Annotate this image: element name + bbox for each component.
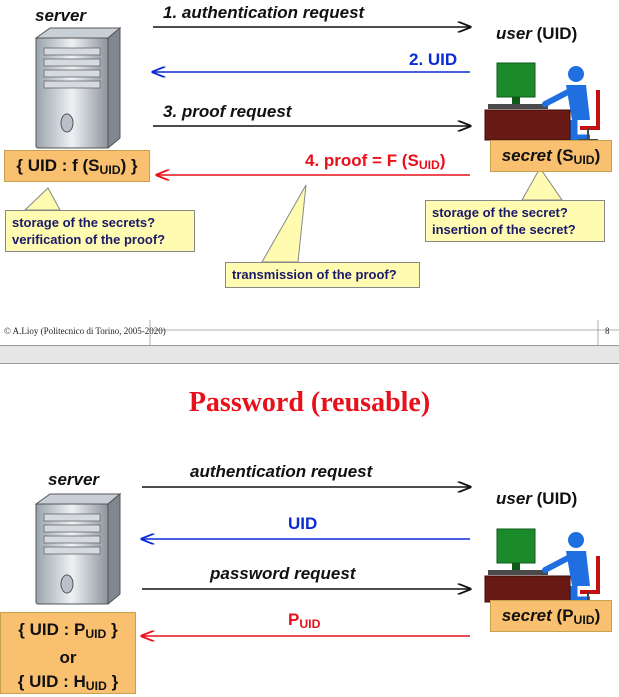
msg-proof-request: 3. proof request: [163, 102, 292, 121]
server-secret-store-box: { UID : f (SUID) }: [4, 150, 150, 182]
server-password-store-box: { UID : PUID } or { UID : HUID }: [0, 612, 136, 694]
server-label: server: [35, 6, 87, 25]
user-at-computer-icon: [484, 62, 600, 142]
server-tower-icon: [34, 26, 122, 150]
server-tower-icon: [34, 492, 122, 606]
slide2-graphics: [34, 364, 600, 697]
server-label: server: [48, 470, 100, 489]
slide-authentication-model: server user (UID) 1. authentication requ…: [0, 0, 619, 346]
callout-proof-transmission: transmission of the proof?: [225, 262, 420, 288]
slide-title: Password (reusable): [188, 387, 431, 418]
callout-server-questions: storage of the secrets?verification of t…: [5, 210, 195, 252]
user-secret-box: secret (SUID): [490, 140, 612, 172]
msg-auth-request: 1. authentication request: [163, 3, 365, 22]
msg-password-request: password request: [210, 564, 356, 583]
msg-uid: UID: [288, 514, 318, 533]
user-secret-box: secret (PUID): [490, 600, 612, 632]
callout-server-pointer: [23, 187, 61, 211]
msg-auth-request: authentication request: [190, 462, 373, 481]
user-label: user (UID): [496, 489, 578, 508]
callout-proof-pointer: [261, 184, 307, 263]
user-at-computer-icon: [484, 528, 600, 604]
user-label: user (UID): [496, 24, 578, 43]
callout-user-questions: storage of the secret?insertion of the s…: [425, 200, 605, 242]
msg-proof: 4. proof = F (SUID): [305, 151, 446, 173]
slide-password-reusable: Password (reusable): [0, 363, 619, 697]
msg-password: PUID: [288, 610, 321, 632]
slide1-graphics: [23, 0, 619, 345]
msg-uid: 2. UID: [409, 50, 458, 69]
footer-copyright: © A.Lioy (Politecnico di Torino, 2005-20…: [4, 326, 166, 336]
page-number: 8: [605, 326, 610, 336]
